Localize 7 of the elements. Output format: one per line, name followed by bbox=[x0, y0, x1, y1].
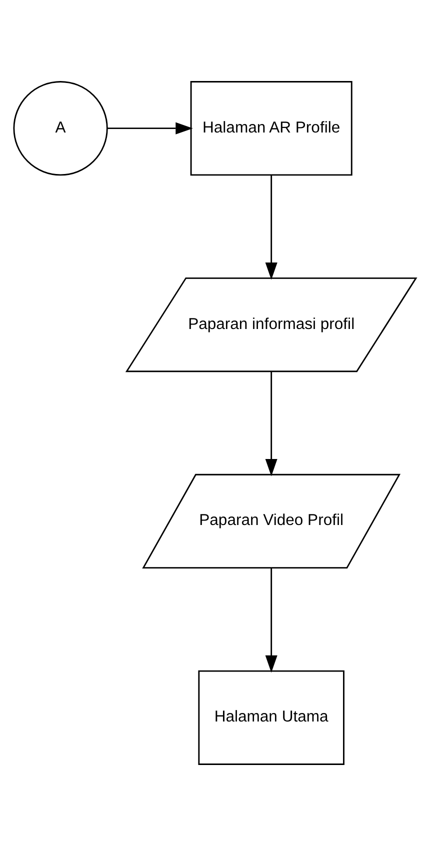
node-circle: A bbox=[13, 81, 108, 176]
node-box: Halaman AR Profile bbox=[190, 81, 352, 176]
node-box: Halaman Utama bbox=[198, 670, 344, 765]
arrow bbox=[107, 122, 193, 134]
arrow bbox=[265, 372, 278, 476]
arrow bbox=[265, 175, 278, 280]
arrow bbox=[265, 568, 278, 673]
